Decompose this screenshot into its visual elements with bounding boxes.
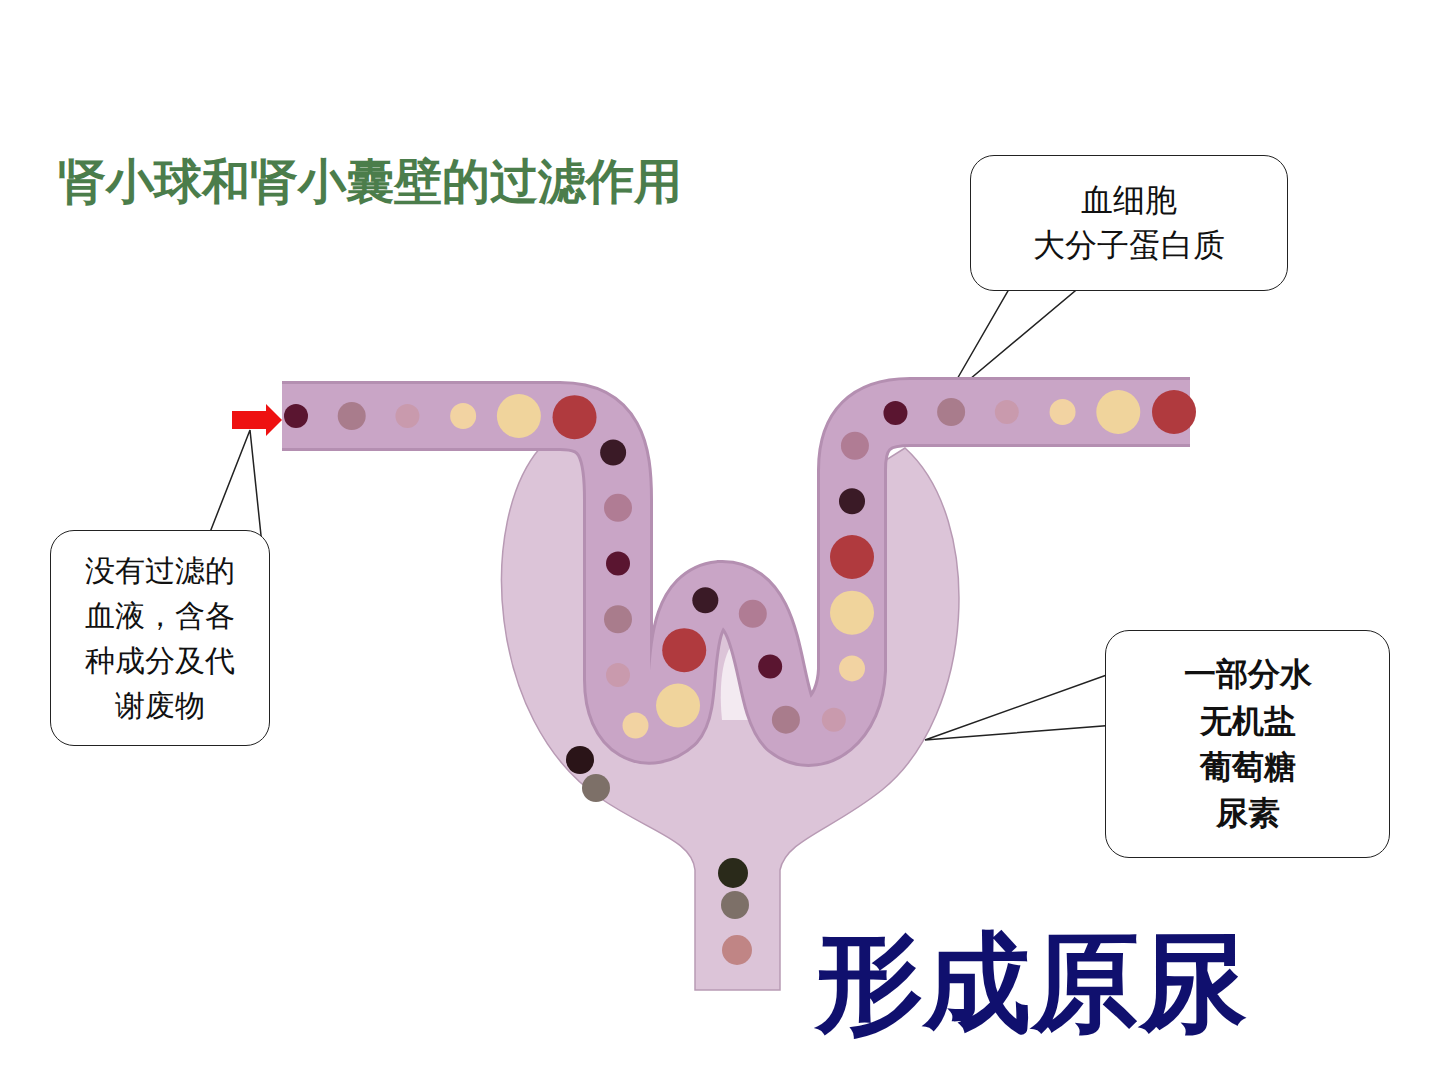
callout-box: 血细胞 大分子蛋白质 [970,155,1288,291]
blood-cell [830,591,874,635]
blood-cell [656,684,700,728]
blood-cell [841,432,869,460]
renal-capsule [502,448,959,990]
result-label: 形成原尿 [815,918,1247,1048]
blood-cell [692,587,718,613]
blood-cell [604,494,632,522]
blood-cell [604,605,632,633]
blood-cell [995,400,1019,424]
blood-cell [758,655,782,679]
callout-pointer [205,430,262,545]
blood-cells [284,390,1196,738]
blood-cell [284,404,308,428]
filtrate-particle [718,858,748,888]
filtrate-particle [566,746,594,774]
blood-cell [739,600,767,628]
callout-pointer [925,672,1115,740]
blood-cell [497,394,541,438]
capillary-outline [282,412,1190,732]
blood-cell [822,708,846,732]
blood-cell [883,401,907,425]
filtrate-particle [721,891,749,919]
filtrate-particle [582,774,610,802]
blood-cell [662,628,706,672]
blood-cell [606,663,630,687]
blood-cell [450,403,476,429]
blood-cell [1096,390,1140,434]
blood-cell [395,404,419,428]
callout-text: 一部分水 无机盐 葡萄糖 尿素 [1173,651,1323,837]
blood-cell [600,439,626,465]
blood-cell [1152,390,1196,434]
slide-title: 肾小球和肾小囊壁的过滤作用 [58,150,682,214]
blood-cell [1050,399,1076,425]
blood-cell [553,395,597,439]
callout-box: 一部分水 无机盐 葡萄糖 尿素 [1105,630,1390,858]
blood-cell [772,706,800,734]
blood-cell [839,655,865,681]
callout-text: 没有过滤的血液，含各种成分及代谢废物 [80,548,240,728]
blood-cell [623,712,649,738]
filtrate-particle [722,935,752,965]
flow-arrow [232,404,282,436]
callout-box: 没有过滤的血液，含各种成分及代谢废物 [50,530,270,746]
blood-cell [937,398,965,426]
callout-text: 血细胞 大分子蛋白质 [1004,178,1254,268]
blood-cell [830,535,874,579]
blood-cell [338,402,366,430]
glomerulus-capillary [282,412,1190,732]
blood-cell [839,488,865,514]
blood-cell [606,552,630,576]
